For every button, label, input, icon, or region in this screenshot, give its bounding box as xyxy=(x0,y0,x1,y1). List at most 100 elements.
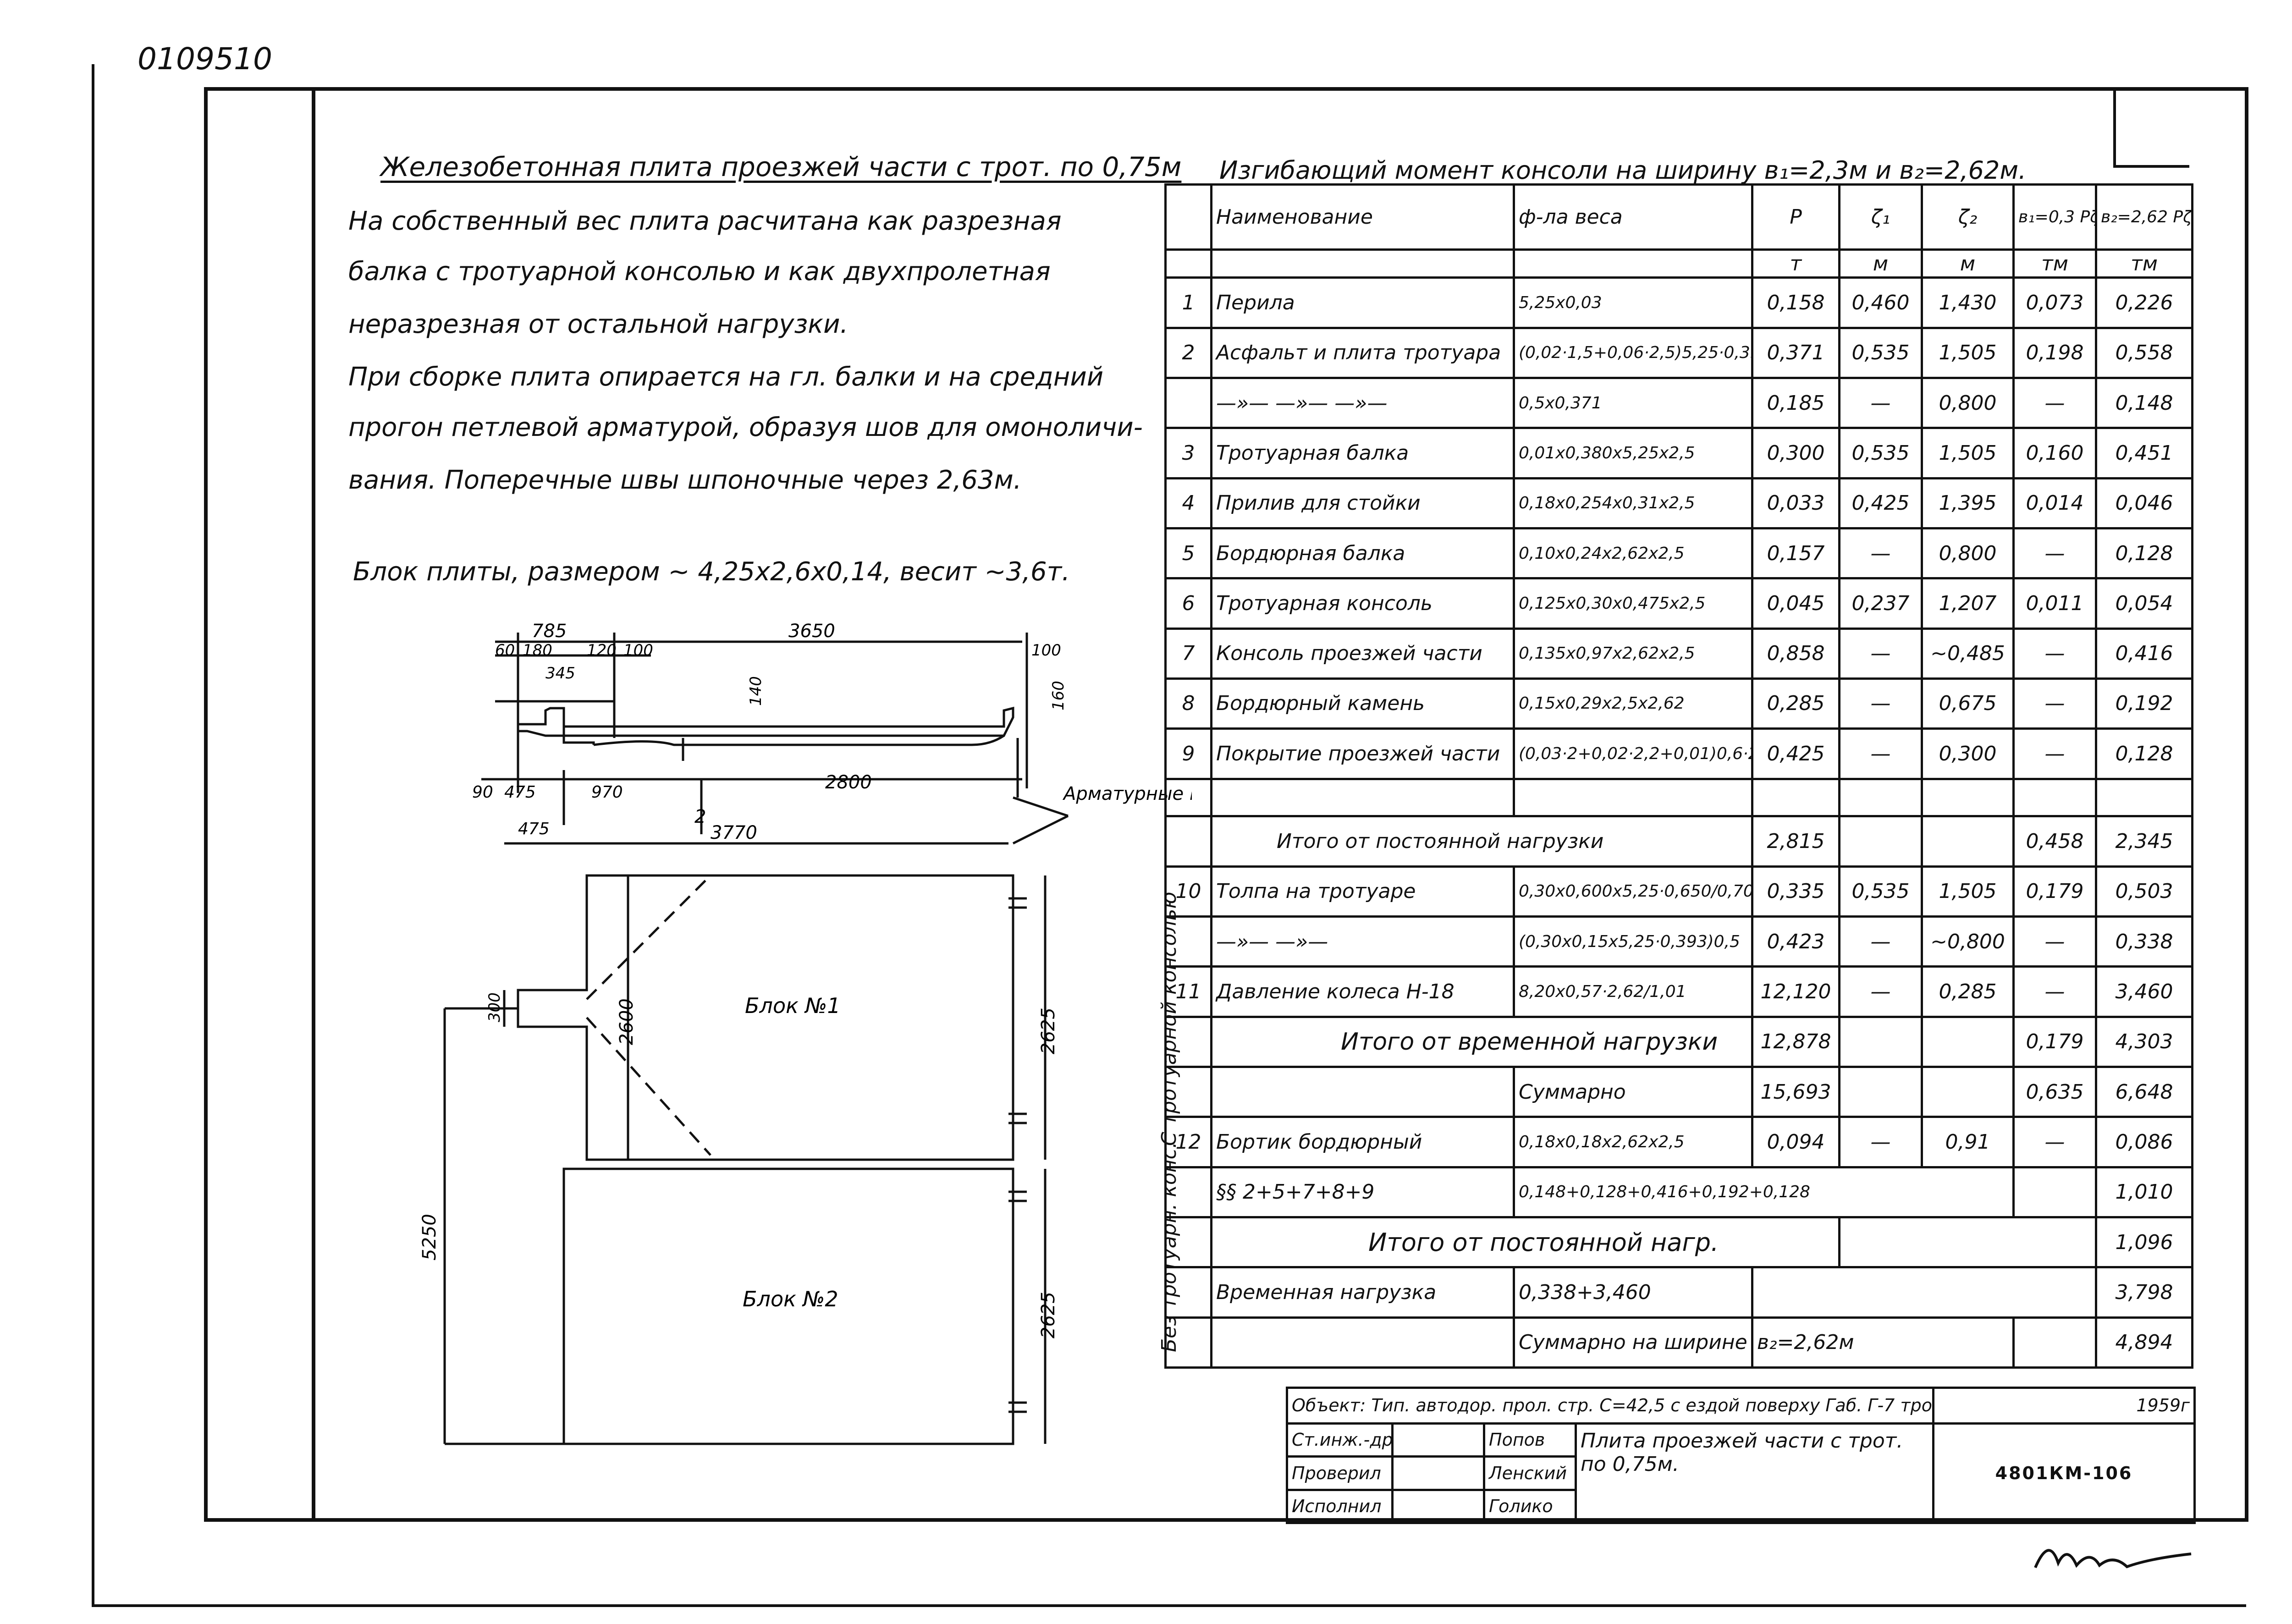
cell-formula: 0,125х0,30х0,475х2,5 xyxy=(1513,577,1753,630)
cell-formula: 5,25х0,03 xyxy=(1513,276,1753,329)
cell-name: —»— —»— xyxy=(1210,915,1515,968)
total-constant-2-row: Итого от постоянной нагр. 1,096 xyxy=(1164,1216,2193,1269)
cell-formula: (0,02·1,5+0,06·2,5)5,25·0,393 xyxy=(1513,326,1753,379)
cell-n xyxy=(1164,915,1212,968)
note-line-5: прогон петлевой арматурой, образуя шов д… xyxy=(348,413,1143,442)
cell-p: 0,858 xyxy=(1751,627,1840,680)
cell-p: 0,158 xyxy=(1751,276,1840,329)
temporary-load-row: Временная нагрузка 0,338+3,460 3,798 xyxy=(1164,1266,2193,1319)
cell-p: 0,300 xyxy=(1751,427,1840,479)
cell-r1: — xyxy=(1838,965,1923,1018)
signature-1 xyxy=(1391,1422,1485,1458)
row-combo: §§ 2+5+7+8+9 0,148+0,128+0,416+0,192+0,1… xyxy=(1164,1166,2193,1219)
cell-formula: 0,18х0,254х0,31х2,5 xyxy=(1513,477,1753,529)
title-block: Объект: Тип. автодор. прол. стр. С=42,5 … xyxy=(1286,1387,2196,1525)
cell-r1: — xyxy=(1838,727,1923,780)
cell-r1: — xyxy=(1838,627,1923,680)
dim-100-right: 100 xyxy=(1031,641,1061,660)
stamp-sheet-title: Плита проезжей части с трот. по 0,75м. xyxy=(1575,1422,1934,1525)
cell-r1: 0,535 xyxy=(1838,427,1923,479)
cell-m2: 0,451 xyxy=(2095,427,2193,479)
dim-60: 60 xyxy=(495,641,515,660)
total-constant-row: Итого от постоянной нагрузки 2,815 0,458… xyxy=(1164,815,2193,868)
cell-formula: 0,135х0,97х2,62х2,5 xyxy=(1513,627,1753,680)
block-info: Блок плиты, размером ~ 4,25х2,6х0,14, ве… xyxy=(353,557,1070,587)
cell-m1: — xyxy=(2012,965,2097,1018)
note-line-4: При сборке плита опирается на гл. балки … xyxy=(348,362,1104,392)
cell-formula: 0,10х0,24х2,62х2,5 xyxy=(1513,527,1753,580)
cell-p: 0,423 xyxy=(1751,915,1840,968)
section-profile xyxy=(517,706,1014,737)
unit-p: т xyxy=(1751,248,1840,279)
cell-p: 0,033 xyxy=(1751,477,1840,529)
cell-m1: 0,160 xyxy=(2012,427,2097,479)
cell-m1: — xyxy=(2012,677,2097,730)
signature-3 xyxy=(1391,1488,1485,1525)
cell-r2: 0,800 xyxy=(1921,376,2015,429)
cell-m2: 0,148 xyxy=(2095,376,2193,429)
cell-p: 0,371 xyxy=(1751,326,1840,379)
signature-2 xyxy=(1391,1455,1485,1491)
cell-name: Асфальт и плита тротуара xyxy=(1210,326,1515,379)
cell-n: 6 xyxy=(1164,577,1212,630)
dim-3650: 3650 xyxy=(788,621,835,642)
header-r1: ζ₁ xyxy=(1838,183,1923,251)
cell-m1: 0,198 xyxy=(2012,326,2097,379)
note-line-2: балка с тротуарной консолью и как двухпр… xyxy=(348,257,1051,286)
cell-p: 12,120 xyxy=(1751,965,1840,1018)
header-formula: ф-ла веса xyxy=(1513,183,1753,251)
cell-name: Бордюрная балка xyxy=(1210,527,1515,580)
binding-margin-line xyxy=(312,87,2248,1522)
cell-name: Покрытие проезжей части xyxy=(1210,727,1515,780)
cell-n: 3 xyxy=(1164,427,1212,479)
cell-p: 0,157 xyxy=(1751,527,1840,580)
cell-name: Прилив для стойки xyxy=(1210,477,1515,529)
unit-r1: м xyxy=(1838,248,1923,279)
cell-formula: 0,01х0,380х5,25х2,5 xyxy=(1513,427,1753,479)
dim-180: 180 xyxy=(523,641,552,660)
cell-r1: 0,460 xyxy=(1838,276,1923,329)
cell-r2: 0,285 xyxy=(1921,965,2015,1018)
cell-m1: — xyxy=(2012,627,2097,680)
cell-m1: 0,011 xyxy=(2012,577,2097,630)
cell-n: 1 xyxy=(1164,276,1212,329)
cell-n: 7 xyxy=(1164,627,1212,680)
cell-name: Толпа на тротуаре xyxy=(1210,865,1515,918)
dim-140: 140 xyxy=(747,676,765,706)
table-caption: Изгибающий момент консоли на ширину в₁=2… xyxy=(1219,156,2027,185)
cell-r1: 0,425 xyxy=(1838,477,1923,529)
header-name: Наименование xyxy=(1210,183,1515,251)
table-header-row: Наименование ф-ла веса P ζ₁ ζ₂ в₁=0,3 Pζ… xyxy=(1164,183,2193,251)
dim-2600: 2600 xyxy=(616,998,637,1045)
left-frame-line xyxy=(92,64,94,1604)
cell-n: 8 xyxy=(1164,677,1212,730)
cell-r2: 1,505 xyxy=(1921,865,2015,918)
dim-100-left: 100 xyxy=(623,641,653,660)
header-p: P xyxy=(1751,183,1840,251)
sum-row: Суммарно 15,693 0,635 6,648 xyxy=(1164,1066,2193,1118)
cell-p: 0,045 xyxy=(1751,577,1840,630)
block-1-label: Блок №1 xyxy=(745,993,841,1018)
cell-m2: 0,128 xyxy=(2095,727,2193,780)
cell-r2: 1,505 xyxy=(1921,427,2015,479)
cell-name: —»— —»— —»— xyxy=(1210,376,1515,429)
sum-width-row: Суммарно на ширине в₂=2,62м 4,894 xyxy=(1164,1316,2193,1369)
total-temporary-row: Итого от временной нагрузки 12,878 0,179… xyxy=(1164,1015,2193,1068)
cell-r1: — xyxy=(1838,677,1923,730)
cell-name: Тротуарная балка xyxy=(1210,427,1515,479)
unit-m2: тм xyxy=(2095,248,2193,279)
corner-code: 0109510 xyxy=(138,41,272,77)
cell-m2: 0,128 xyxy=(2095,527,2193,580)
cell-p: 0,285 xyxy=(1751,677,1840,730)
cell-m1: 0,014 xyxy=(2012,477,2097,529)
note-line-6: вания. Поперечные швы шпоночные через 2,… xyxy=(348,465,1022,495)
plate-drawing: 785 3650 60 180 120 100 345 140 100 160 … xyxy=(419,621,1192,1445)
notes-title: Железобетонная плита проезжей части с тр… xyxy=(380,151,1182,182)
